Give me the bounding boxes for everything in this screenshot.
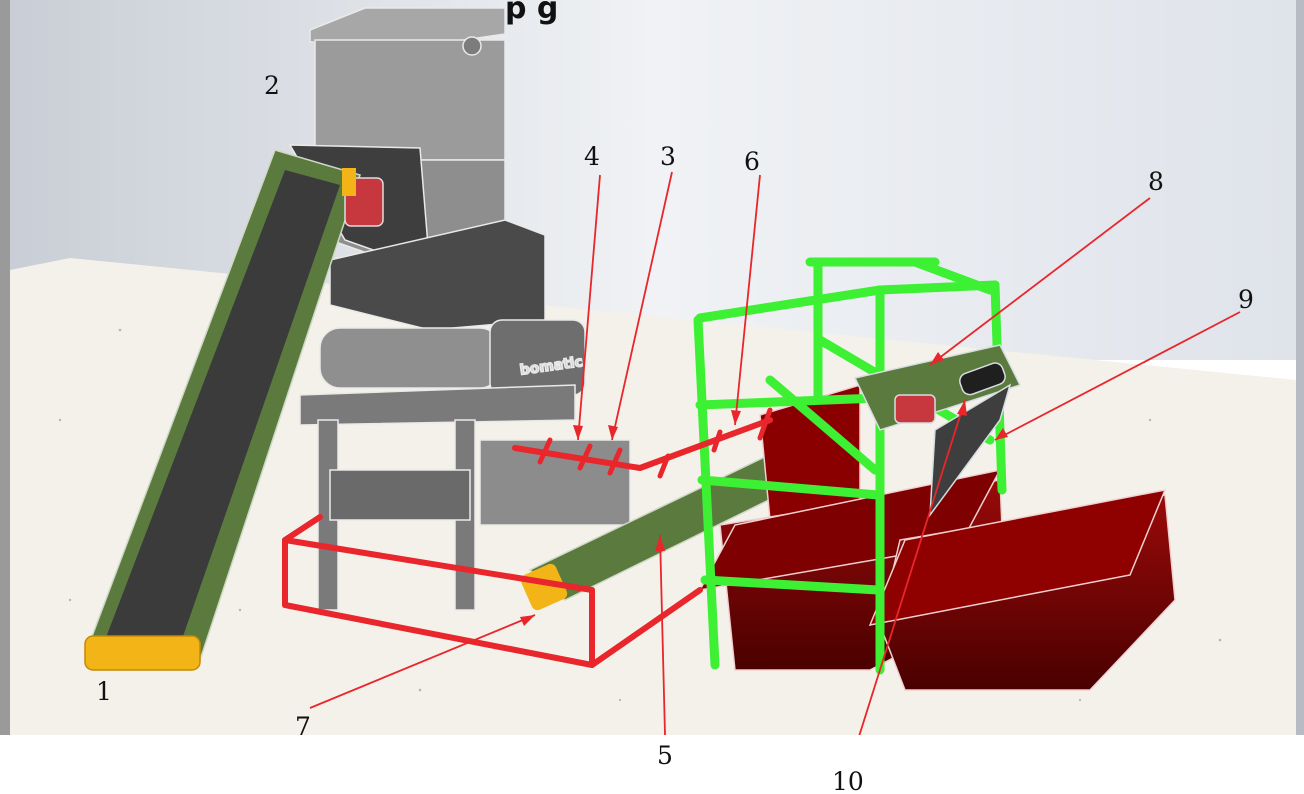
sorting-chute [929,383,1012,518]
hopper-upper [314,39,506,161]
leader-lines [309,171,1241,766]
caption-strip [0,735,1304,794]
bunker-outline-rear [589,587,703,668]
leader-6 [734,174,761,426]
feed-conveyor-belt [105,170,340,645]
bin-front-rim [868,489,1167,626]
sorting-conveyor [853,344,1022,518]
leader-arrowheads [520,352,1008,626]
callout-labels: 1 2 3 4 5 6 7 8 9 10 [96,71,1254,794]
title-fragment: p g [505,0,558,26]
shredder-frame-top [299,384,576,426]
shredder-machine: bomatic [288,7,631,611]
feed-conveyor-roller-bottom [84,635,201,671]
feed-conveyor-roller-top [342,168,356,196]
metal-separation-ticks [537,407,773,479]
leader-8 [929,197,1151,366]
outfeed-conveyor-roller [520,563,568,611]
metal-separation-line [512,417,773,471]
callout-2: 2 [264,71,280,100]
sorting-drum [959,362,1006,396]
left-border [0,0,10,735]
collection-bins [698,383,1176,691]
callout-5: 5 [657,741,673,770]
leader-9 [994,311,1241,441]
leader-7 [309,614,536,709]
scene-render: bomatic [0,0,1304,735]
callout-8: 8 [1148,167,1164,196]
leader-10 [849,399,966,766]
feed-conveyor [83,149,384,671]
leader-5 [659,534,666,736]
bunker-outline-top [282,514,323,543]
callout-9: 9 [1238,285,1254,314]
callout-3: 3 [660,142,676,171]
callout-4: 4 [584,142,600,171]
callout-1: 1 [96,677,112,706]
shredder-drum [319,327,501,389]
leader-4 [577,174,601,441]
right-border [1296,0,1304,735]
callout-6: 6 [744,147,760,176]
sorting-motor [894,394,936,424]
highlight-markings [282,407,773,668]
callout-10: 10 [832,767,864,794]
hopper-port [462,36,482,56]
leg-bracing [329,469,471,521]
leader-3 [611,171,673,441]
hopper-top [309,7,506,43]
callout-7: 7 [295,712,311,741]
